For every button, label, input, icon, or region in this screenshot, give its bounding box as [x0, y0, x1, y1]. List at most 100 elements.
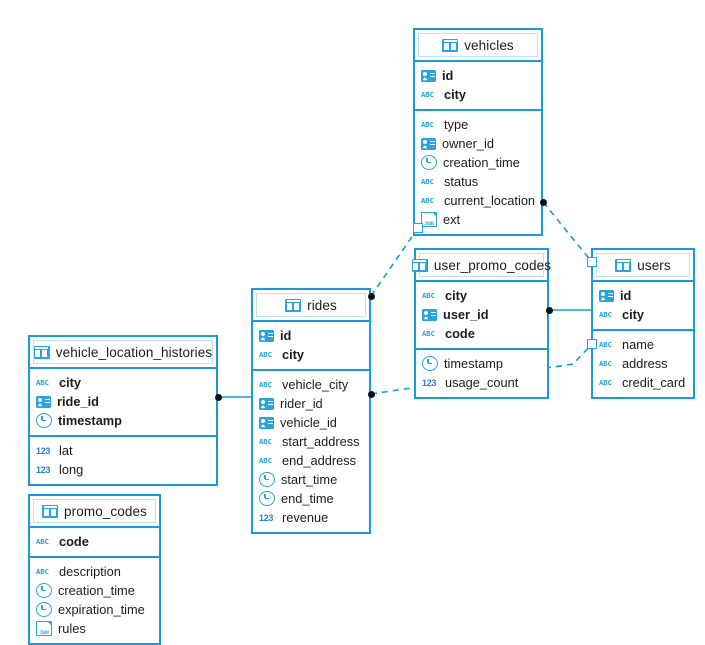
- table-title: users: [637, 257, 671, 273]
- field-row-rides-id[interactable]: id: [253, 326, 369, 345]
- relationship-source-dot: [214, 393, 222, 401]
- field-row-rides-end_time[interactable]: end_time: [253, 489, 369, 508]
- field-row-rides-city[interactable]: ABC city: [253, 345, 369, 364]
- relationship-target-square: [413, 223, 423, 233]
- abc-icon: ABC: [421, 195, 434, 205]
- field-row-users-credit_card[interactable]: ABC credit_card: [593, 373, 693, 392]
- table-header-rides[interactable]: rides: [256, 293, 366, 317]
- clock-icon: [422, 356, 438, 371]
- table-header-vehicle_location_histories[interactable]: vehicle_location_histories: [33, 340, 213, 364]
- field-label: end_time: [281, 491, 334, 506]
- relationship-source-dot: [367, 390, 375, 398]
- number-icon: 123: [36, 464, 51, 475]
- primary-key-section-promo_codes: ABC code: [30, 526, 159, 556]
- abc-icon: ABC: [36, 536, 49, 546]
- id-card-icon: [36, 395, 51, 408]
- field-row-vehicles-creation_time[interactable]: creation_time: [415, 153, 541, 172]
- clock-icon: [421, 155, 437, 170]
- id-card-icon: [421, 69, 436, 82]
- table-header-user_promo_codes[interactable]: user_promo_codes: [411, 253, 551, 277]
- field-label: vehicle_id: [280, 415, 337, 430]
- field-row-promo_codes-creation_time[interactable]: creation_time: [30, 581, 159, 600]
- abc-icon: ABC: [259, 436, 272, 446]
- table-header-vehicles[interactable]: vehicles: [418, 33, 538, 57]
- field-row-vehicle_location_histories-long[interactable]: 123 long: [30, 460, 216, 479]
- field-label: name: [622, 337, 655, 352]
- field-row-promo_codes-rules[interactable]: rules: [30, 619, 159, 638]
- field-label: code: [59, 534, 89, 549]
- number-icon: 123: [259, 512, 274, 523]
- field-label: rules: [58, 621, 86, 636]
- field-label: user_id: [443, 307, 489, 322]
- field-row-user_promo_codes-timestamp[interactable]: timestamp: [416, 354, 547, 373]
- field-label: city: [282, 347, 305, 362]
- clock-icon: [36, 602, 52, 617]
- field-label: description: [59, 564, 121, 579]
- field-row-vehicles-id[interactable]: id: [415, 66, 541, 85]
- id-card-icon: [599, 289, 614, 302]
- field-row-users-name[interactable]: ABC name: [593, 335, 693, 354]
- number-icon: 123: [36, 445, 51, 456]
- field-label: address: [622, 356, 668, 371]
- field-label: owner_id: [442, 136, 494, 151]
- field-row-rides-start_time[interactable]: start_time: [253, 470, 369, 489]
- clock-icon: [36, 583, 52, 598]
- clock-icon: [259, 491, 275, 506]
- field-row-rides-rider_id[interactable]: rider_id: [253, 394, 369, 413]
- table-header-users[interactable]: users: [596, 253, 690, 277]
- field-label: start_time: [281, 472, 338, 487]
- abc-icon: ABC: [599, 339, 612, 349]
- field-row-users-id[interactable]: id: [593, 286, 693, 305]
- field-label: lat: [59, 443, 73, 458]
- abc-icon: ABC: [259, 349, 272, 359]
- table-title: vehicle_location_histories: [55, 344, 213, 360]
- columns-section-vehicle_location_histories: 123 lat 123 long: [30, 435, 216, 484]
- table-title: promo_codes: [64, 503, 147, 519]
- field-row-vehicles-owner_id[interactable]: owner_id: [415, 134, 541, 153]
- field-row-vehicle_location_histories-timestamp[interactable]: timestamp: [30, 411, 216, 430]
- field-row-promo_codes-code[interactable]: ABC code: [30, 532, 159, 551]
- table-header-promo_codes[interactable]: promo_codes: [33, 499, 156, 523]
- abc-icon: ABC: [599, 377, 612, 387]
- field-row-vehicle_location_histories-lat[interactable]: 123 lat: [30, 441, 216, 460]
- field-label: long: [59, 462, 84, 477]
- field-label: credit_card: [622, 375, 686, 390]
- field-row-vehicles-ext[interactable]: ext: [415, 210, 541, 229]
- field-row-user_promo_codes-user_id[interactable]: user_id: [416, 305, 547, 324]
- field-row-vehicle_location_histories-ride_id[interactable]: ride_id: [30, 392, 216, 411]
- table-title: user_promo_codes: [433, 257, 552, 273]
- field-label: type: [444, 117, 469, 132]
- relationship-target-square: [587, 257, 597, 267]
- field-label: status: [444, 174, 479, 189]
- abc-icon: ABC: [422, 328, 435, 338]
- field-row-rides-vehicle_id[interactable]: vehicle_id: [253, 413, 369, 432]
- field-row-promo_codes-expiration_time[interactable]: expiration_time: [30, 600, 159, 619]
